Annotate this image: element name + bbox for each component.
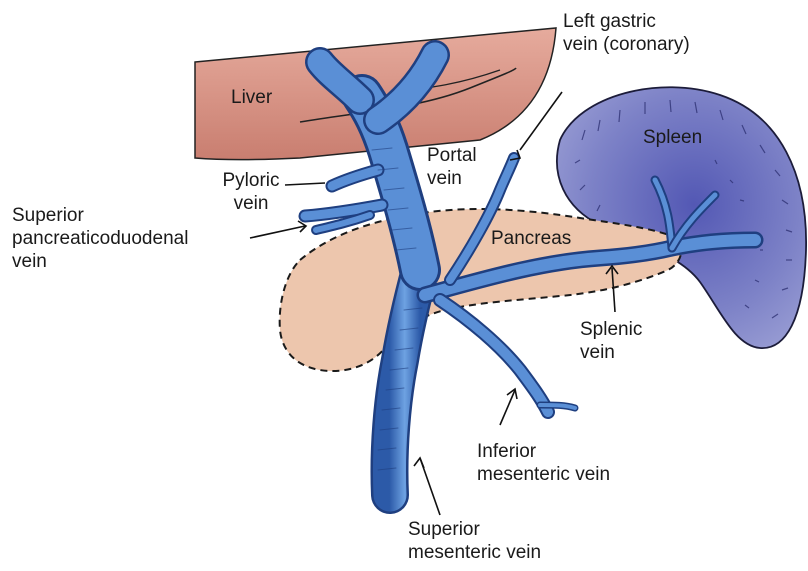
pointer-sup-pd: [250, 226, 305, 238]
pyloric-line-2: vein: [214, 192, 288, 215]
inf-mes-line-1: Inferior: [477, 440, 610, 463]
left-gastric-vein-label: Left gastric vein (coronary): [563, 10, 690, 56]
pyloric-vein-label: Pyloric vein: [214, 169, 288, 215]
splenic-line-1: Splenic: [580, 318, 642, 341]
pointer-pyloric: [285, 183, 325, 185]
portal-line-2: vein: [427, 167, 477, 190]
superior-mesenteric-vein-label: Superior mesenteric vein: [408, 518, 541, 564]
sup-mes-line-1: Superior: [408, 518, 541, 541]
sup-pd-line-3: vein: [12, 250, 188, 273]
sup-mes-line-2: mesenteric vein: [408, 541, 541, 564]
superior-pancreaticoduodenal-vein-label: Superior pancreaticoduodenal vein: [12, 204, 188, 273]
splenic-vein-label: Splenic vein: [580, 318, 642, 364]
left-gastric-line-2: vein (coronary): [563, 33, 690, 56]
portal-vein-label: Portal vein: [427, 144, 477, 190]
inf-mes-line-2: mesenteric vein: [477, 463, 610, 486]
spleen-label: Spleen: [643, 126, 702, 149]
sup-pd-line-2: pancreaticoduodenal: [12, 227, 188, 250]
liver-label: Liver: [231, 86, 272, 109]
portal-line-1: Portal: [427, 144, 477, 167]
sup-pd-line-1: Superior: [12, 204, 188, 227]
pyloric-line-1: Pyloric: [214, 169, 288, 192]
inferior-mesenteric-vein-label: Inferior mesenteric vein: [477, 440, 610, 486]
splenic-line-2: vein: [580, 341, 642, 364]
left-gastric-line-1: Left gastric: [563, 10, 690, 33]
pancreas-label: Pancreas: [491, 227, 571, 250]
